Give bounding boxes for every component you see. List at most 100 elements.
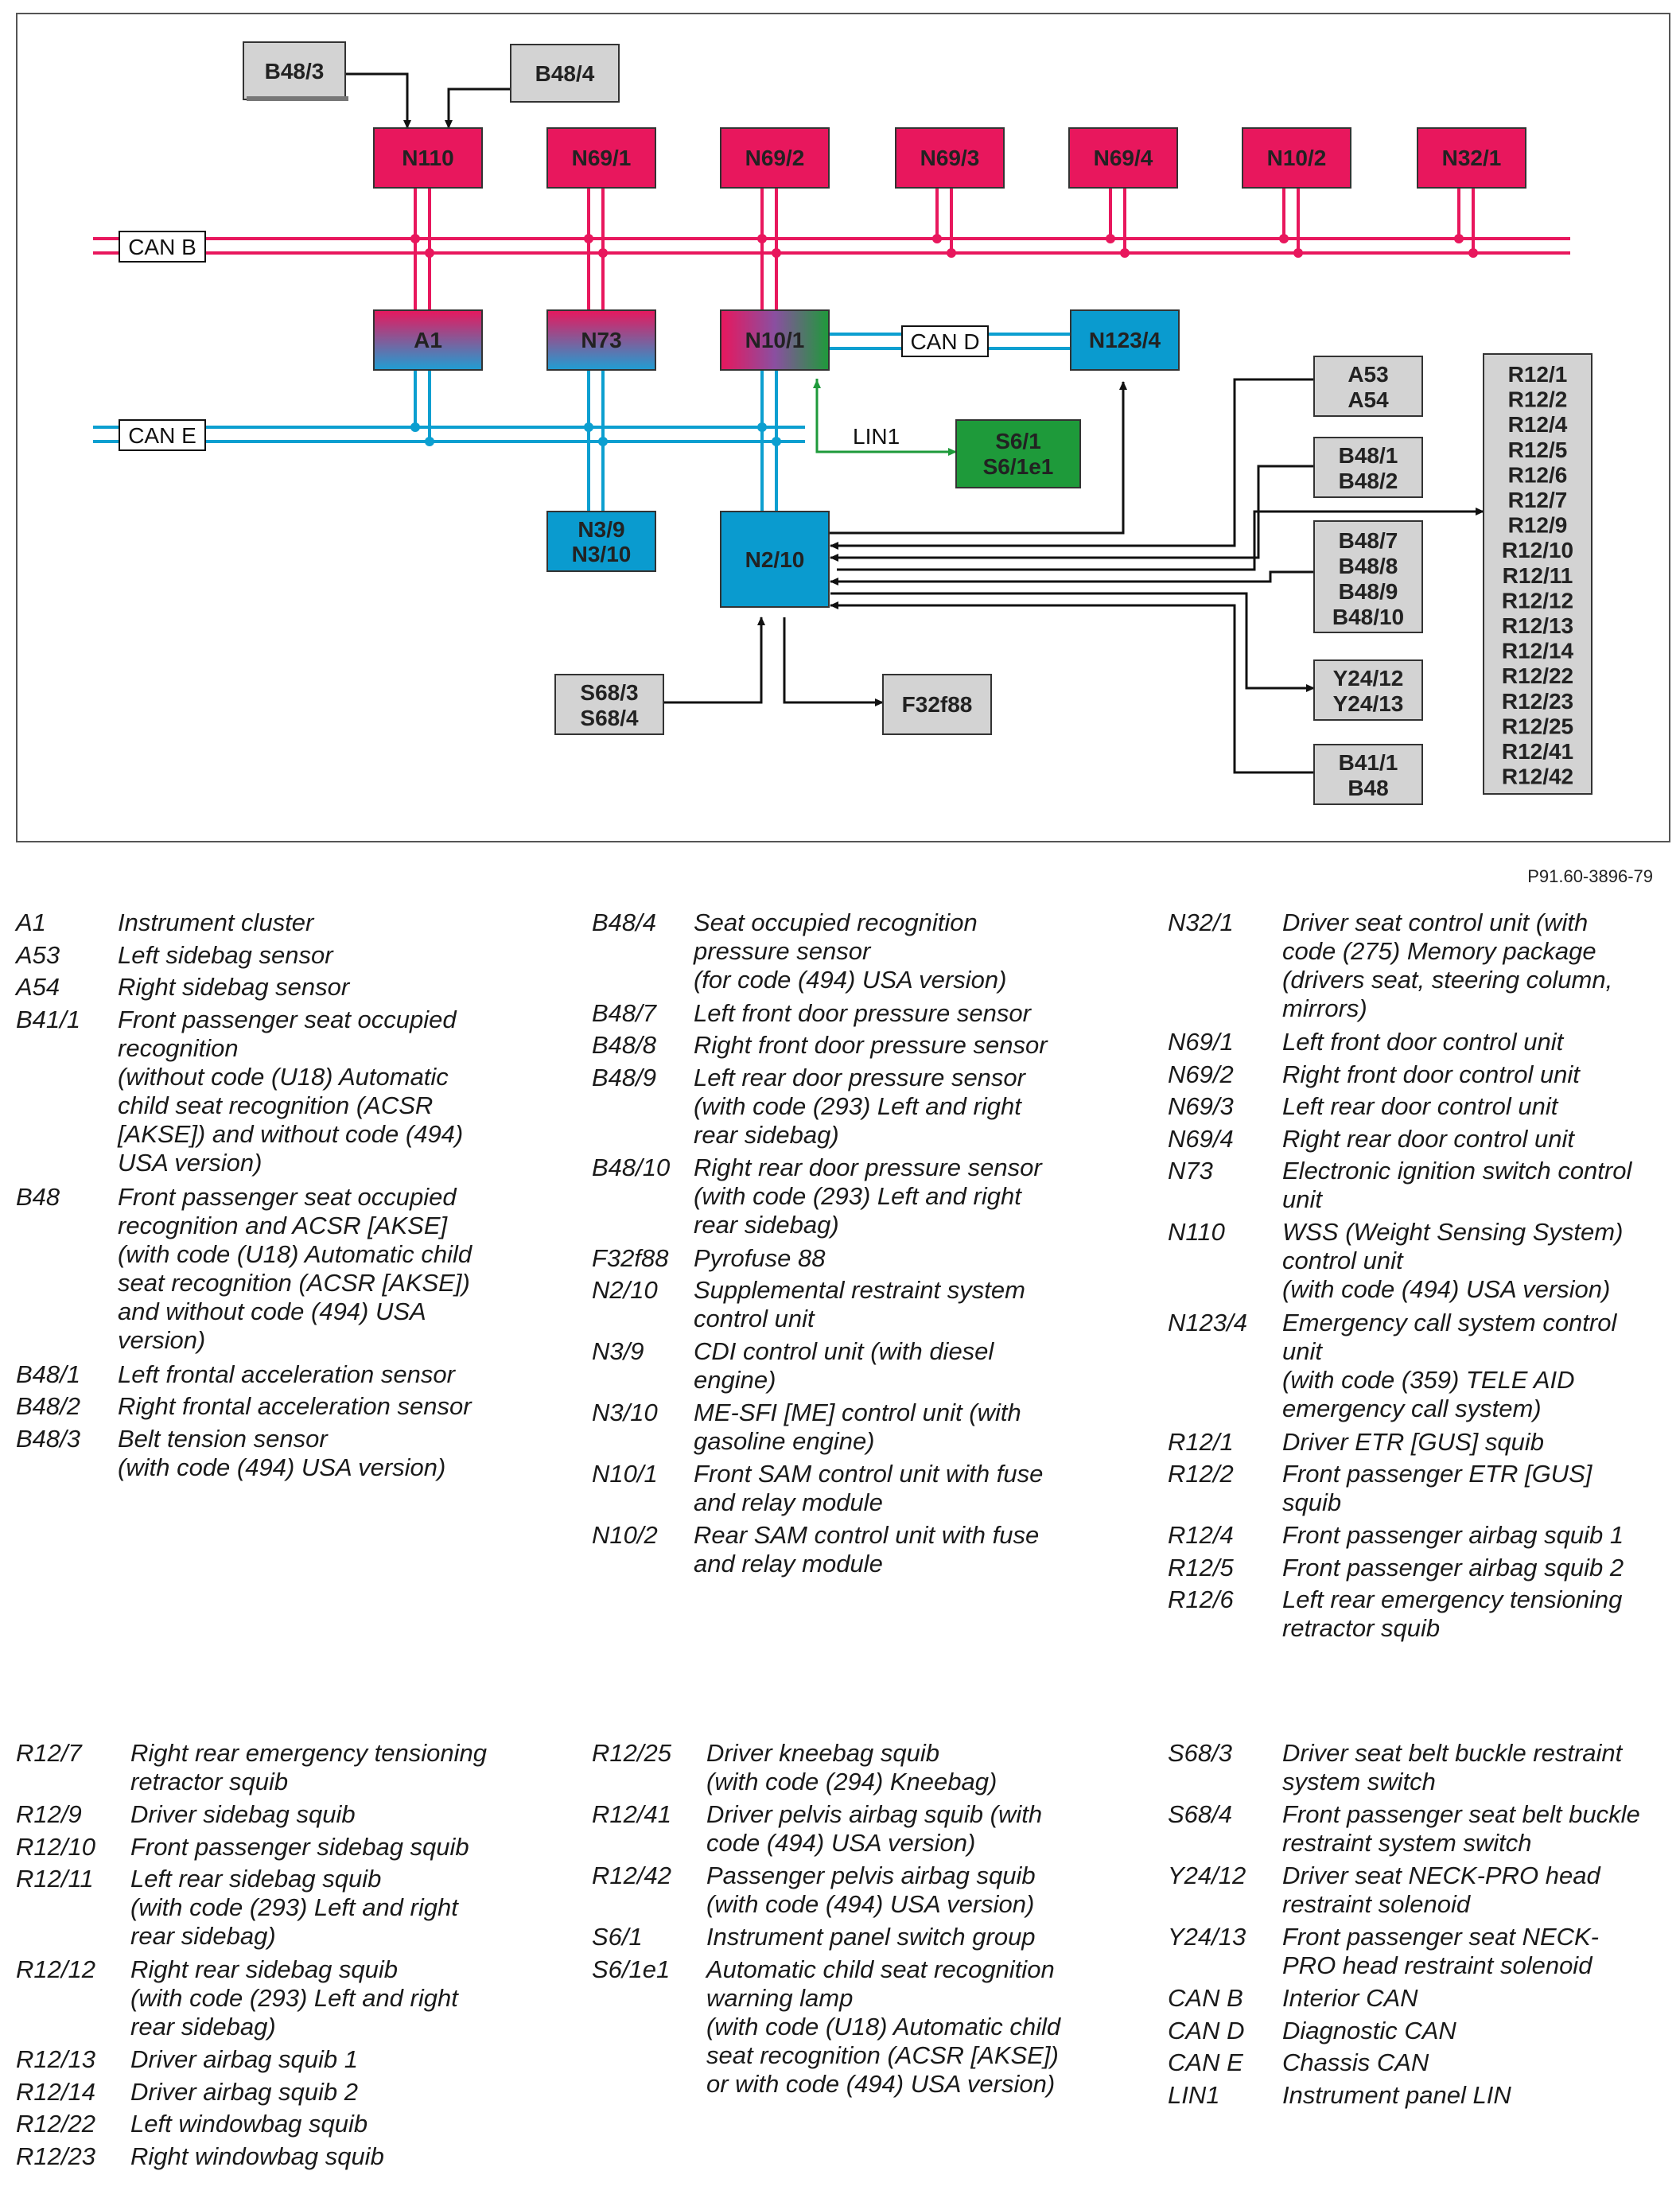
diagram-canvas: B48/3 B48/4 N110 N69/1 N69/2 N69/3 N69/4…	[93, 41, 1592, 805]
r12-label: R12/7	[1508, 488, 1568, 512]
box-n69-3[interactable]: N69/3	[895, 127, 1005, 189]
legend-description: Chassis CAN	[1282, 2048, 1429, 2076]
legend-description: Right frontal acceleration sensor	[118, 1392, 472, 1420]
svg-text:CAN D: CAN D	[910, 329, 979, 354]
r12-label: R12/10	[1502, 538, 1573, 562]
legend-description: Driver seat NECK-PRO head restraint sole…	[1282, 1862, 1600, 1918]
box-n69-2-label: N69/2	[745, 146, 805, 170]
box-s6-1-label-1: S6/1	[995, 429, 1041, 453]
legend-code: CAN B	[1168, 1984, 1243, 2012]
legend-description: Automatic child seat recognition warning…	[706, 1955, 1061, 2098]
r12-label: R12/11	[1503, 563, 1573, 588]
legend-description: Front passenger airbag squib 1	[1282, 1521, 1624, 1549]
legend-code: S68/3	[1168, 1739, 1233, 1767]
box-n10-2[interactable]: N10/2	[1242, 127, 1351, 189]
box-b48-4[interactable]: B48/4	[510, 44, 620, 103]
legend-code: N32/1	[1168, 908, 1234, 936]
box-n32-1[interactable]: N32/1	[1417, 127, 1526, 189]
box-n110[interactable]: N110	[373, 127, 483, 189]
box-n73[interactable]: N73	[546, 309, 656, 371]
box-a53[interactable]: A53 A54	[1313, 356, 1423, 417]
can-e-label: CAN E	[119, 419, 206, 451]
box-n10-2-label: N10/2	[1267, 146, 1327, 170]
r12-label-group: R12/1R12/2R12/4R12/5R12/6R12/7R12/9R12/1…	[1502, 362, 1574, 789]
box-b48-3[interactable]: B48/3	[243, 41, 348, 101]
r12-label: R12/2	[1508, 387, 1568, 412]
legend-code: B48/4	[592, 908, 657, 936]
box-n69-2[interactable]: N69/2	[720, 127, 830, 189]
r12-label: R12/1	[1508, 362, 1568, 387]
legend-description: Right front door control unit	[1282, 1060, 1580, 1088]
legend-description: Left rear emergency tensioning retractor…	[1282, 1585, 1623, 1642]
r12-label: R12/42	[1502, 764, 1573, 789]
legend-code: N2/10	[592, 1276, 658, 1304]
legend-description: Front passenger airbag squib 2	[1282, 1553, 1624, 1581]
legend-description: ME-SFI [ME] control unit (with gasoline …	[694, 1399, 1021, 1455]
legend-description: Front passenger seat NECK- PRO head rest…	[1282, 1923, 1600, 1979]
legend-description: Driver pelvis airbag squib (with code (4…	[706, 1800, 1043, 1857]
box-n69-4[interactable]: N69/4	[1068, 127, 1178, 189]
box-n69-1-label: N69/1	[572, 146, 632, 170]
legend-description: Left front door control unit	[1282, 1028, 1564, 1056]
legend-description: Diagnostic CAN	[1282, 2016, 1456, 2044]
legend-code: R12/2	[1168, 1460, 1234, 1488]
legend-code: R12/5	[1168, 1553, 1234, 1581]
r12-label: R12/25	[1502, 714, 1573, 738]
legend-code: N123/4	[1168, 1308, 1247, 1336]
legend-code: S6/1e1	[592, 1955, 671, 1983]
can-e-nodes	[410, 422, 781, 446]
legend-code: B48/2	[16, 1392, 81, 1420]
box-n3-label-2: N3/10	[572, 542, 632, 566]
box-s68[interactable]: S68/3 S68/4	[554, 674, 664, 735]
box-n69-1[interactable]: N69/1	[546, 127, 656, 189]
box-b48-7-label-2: B48/8	[1339, 554, 1398, 578]
box-n3[interactable]: N3/9 N3/10	[546, 511, 656, 572]
box-n2-10[interactable]: N2/10	[720, 511, 830, 608]
legend-description: Driver ETR [GUS] squib	[1282, 1427, 1545, 1456]
box-b48-1[interactable]: B48/1 B48/2	[1313, 437, 1423, 498]
legend-code: B48/10	[592, 1154, 671, 1181]
legend-code: R12/25	[592, 1739, 671, 1767]
box-b48-7-label-1: B48/7	[1339, 528, 1398, 553]
legend-description: Instrument panel LIN	[1282, 2080, 1511, 2109]
lin1-label: LIN1	[853, 424, 900, 449]
box-a1-label: A1	[414, 328, 442, 352]
box-y24[interactable]: Y24/12 Y24/13	[1313, 659, 1423, 721]
legend-code: A1	[16, 908, 46, 936]
box-b41-label-2: B48	[1348, 776, 1388, 800]
legend-code: R12/7	[16, 1739, 82, 1767]
legend-code: B41/1	[16, 1005, 81, 1033]
can-b-nodes	[410, 234, 1478, 258]
legend-description: Front passenger seat occupied recognitio…	[118, 1005, 464, 1177]
box-s6-1[interactable]: S6/1 S6/1e1	[955, 419, 1081, 488]
box-n10-1[interactable]: N10/1	[720, 309, 830, 371]
legend-description: CDI control unit (with diesel engine)	[694, 1337, 994, 1394]
box-n123-4[interactable]: N123/4	[1070, 309, 1180, 371]
legend-code: B48/7	[592, 998, 657, 1027]
box-r12[interactable]: R12/1R12/2R12/4R12/5R12/6R12/7R12/9R12/1…	[1483, 353, 1592, 795]
box-a1[interactable]: A1	[373, 309, 483, 371]
r12-label: R12/5	[1508, 438, 1568, 462]
legend-description: Right rear door control unit	[1282, 1124, 1575, 1153]
legend-code: Y24/12	[1168, 1862, 1246, 1889]
box-b48-3-label: B48/3	[265, 59, 325, 84]
r12-label: R12/4	[1508, 412, 1568, 437]
legend-description: Right sidebag sensor	[118, 973, 350, 1001]
box-n10-1-label: N10/1	[745, 328, 805, 352]
legend-description: Electronic ignition switch control unit	[1282, 1157, 1632, 1213]
box-b48-4-label: B48/4	[535, 61, 595, 86]
legend-code: R12/12	[16, 1955, 95, 1983]
box-b48-7[interactable]: B48/7 B48/8 B48/9 B48/10	[1313, 520, 1423, 633]
can-b-label: CAN B	[119, 231, 206, 263]
box-f32[interactable]: F32f88	[882, 674, 992, 735]
legend-code: N3/9	[592, 1337, 644, 1365]
legend-code: R12/10	[16, 1832, 95, 1861]
r12-label: R12/13	[1502, 613, 1573, 638]
legend-description: Driver kneebag squib (with code (294) Kn…	[706, 1739, 998, 1795]
legend-code: N110	[1168, 1218, 1225, 1246]
r12-label: R12/14	[1502, 639, 1574, 663]
legend-description: Front passenger seat belt buckle restrai…	[1282, 1800, 1640, 1857]
legend-code: S68/4	[1168, 1800, 1233, 1828]
legend-code: R12/13	[16, 2045, 95, 2073]
box-b41[interactable]: B41/1 B48	[1313, 744, 1423, 805]
